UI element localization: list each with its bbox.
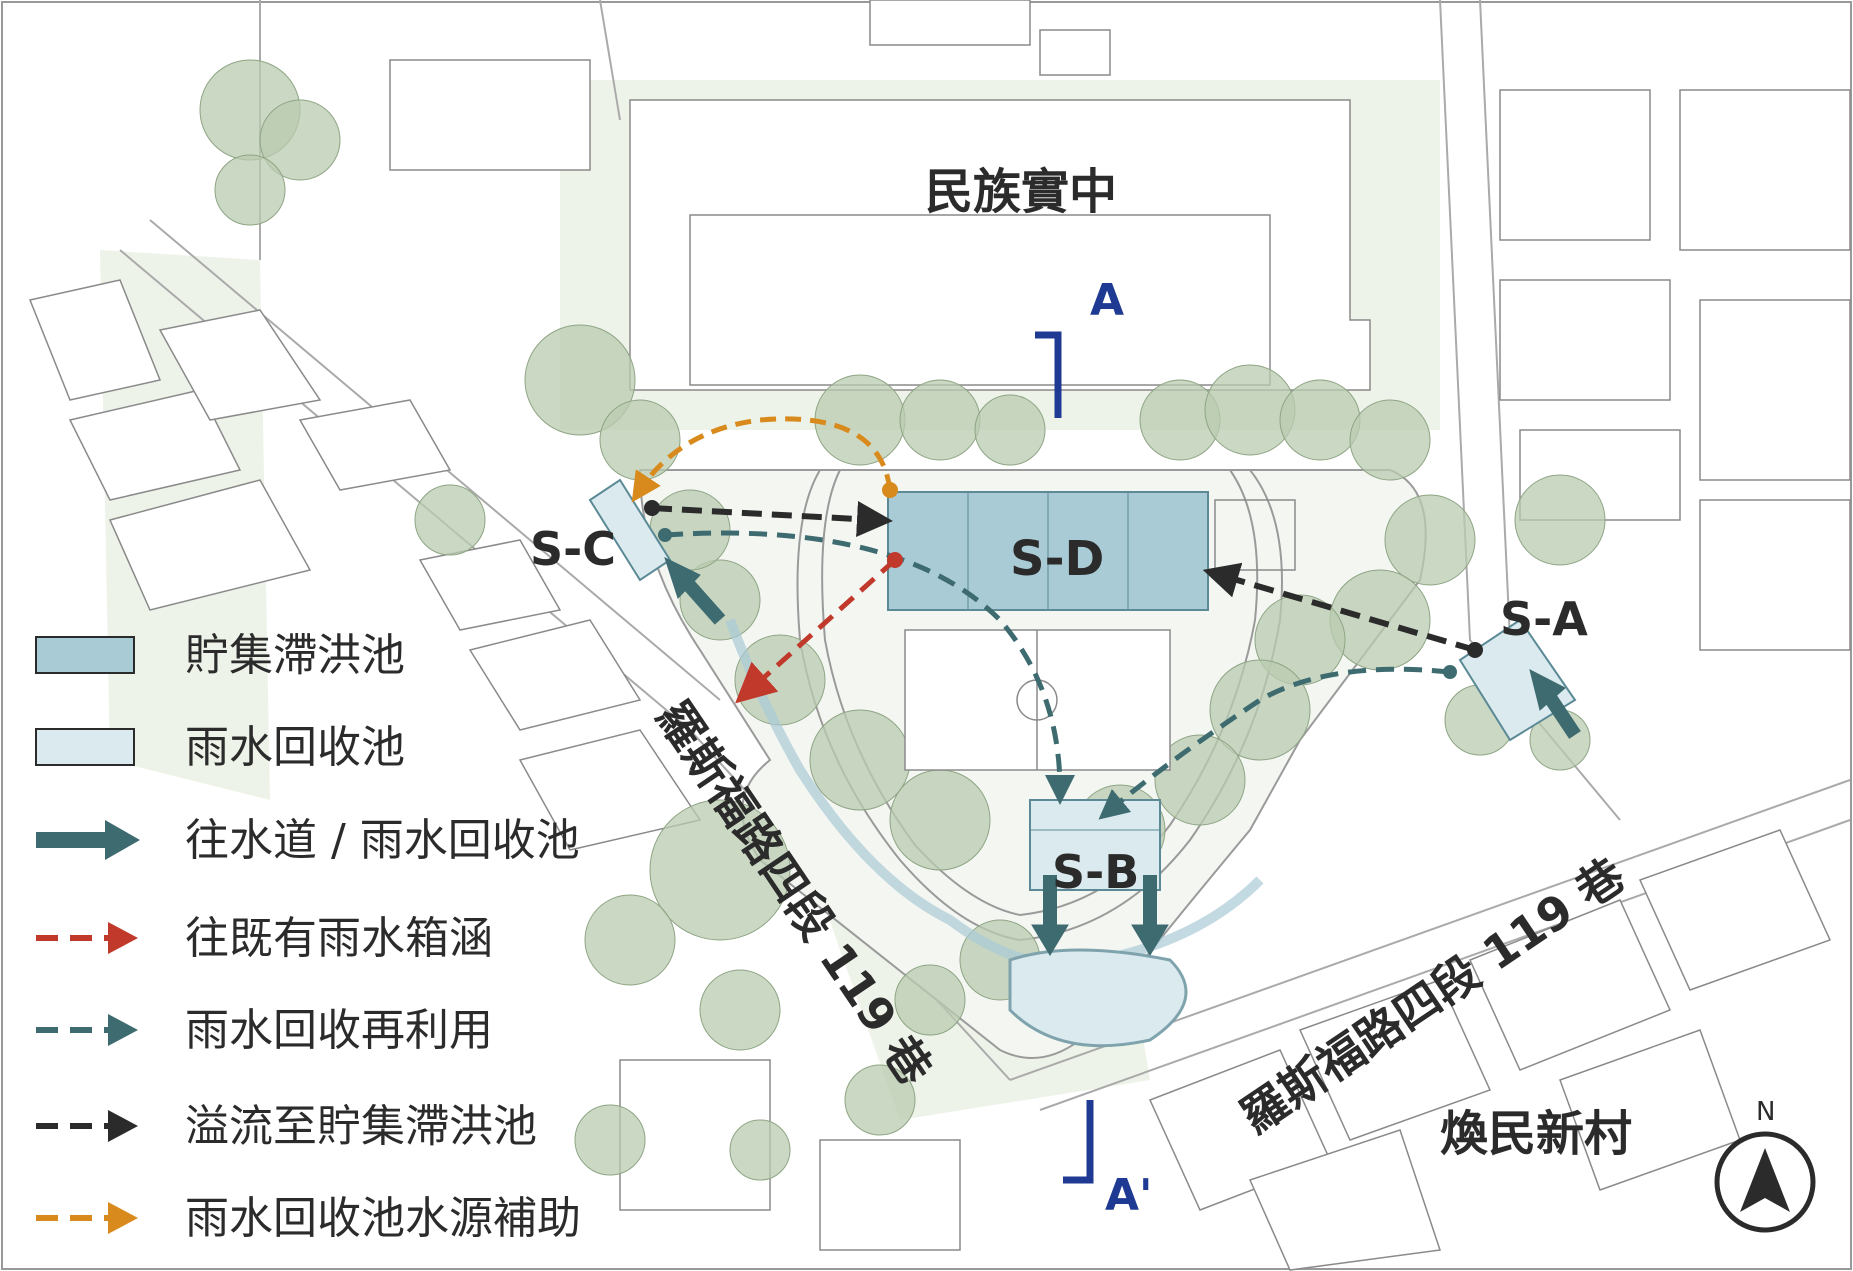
legend-label: 雨水回收再利用 bbox=[185, 1005, 493, 1056]
building bbox=[1499, 89, 1651, 241]
building bbox=[1248, 1129, 1441, 1271]
black-origin-dots bbox=[644, 500, 1483, 658]
building bbox=[389, 59, 591, 171]
pool-label-s-b: S-B bbox=[1052, 845, 1139, 899]
solid-teal-arrow-head bbox=[1529, 669, 1566, 711]
building bbox=[1679, 89, 1851, 251]
section-line bbox=[1035, 331, 1094, 1184]
dashed-orange-arrow bbox=[631, 416, 893, 503]
sports-field bbox=[904, 499, 1296, 771]
pool-label-s-a: S-A bbox=[1500, 592, 1588, 646]
orange-origin-dot bbox=[882, 482, 898, 498]
section-marker-a bbox=[1035, 331, 1062, 418]
legend-label: 往既有雨水箱涵 bbox=[185, 913, 493, 964]
recycle-pool-swatch bbox=[35, 728, 135, 766]
building bbox=[108, 479, 312, 611]
section-label-a-prime: A' bbox=[1105, 1170, 1153, 1221]
solid-teal-arrow-head bbox=[1031, 924, 1069, 956]
dashed-black-arrows bbox=[651, 501, 1476, 653]
dashed-teal-arrow bbox=[1098, 666, 1451, 820]
dashed-teal-arrow bbox=[664, 530, 1075, 805]
solid-teal-arrows bbox=[664, 557, 1581, 956]
building bbox=[1468, 899, 1672, 1071]
solid-teal-arrow-head bbox=[1131, 924, 1169, 956]
legend-label: 溢流至貯集滯洪池 bbox=[185, 1101, 537, 1152]
school-name-label: 民族實中 bbox=[925, 164, 1117, 220]
building bbox=[1298, 979, 1492, 1141]
legend-label: 往水道 / 雨水回收池 bbox=[185, 815, 580, 866]
water-channel bbox=[725, 618, 1264, 970]
north-label: N bbox=[1756, 1097, 1775, 1127]
legend: 貯集滯洪池 雨水回收池 往水道 / 雨水回收池 往既有雨水箱涵 雨水回收再利用 … bbox=[35, 630, 581, 1244]
storage-pool-swatch bbox=[35, 636, 135, 674]
legend-label: 雨水回收池水源補助 bbox=[185, 1193, 581, 1244]
pool-label-s-d: S-D bbox=[1010, 531, 1104, 587]
north-arrow-icon bbox=[1740, 1148, 1790, 1212]
dashed-black-arrow bbox=[651, 501, 893, 538]
legend-label: 貯集滯洪池 bbox=[185, 630, 405, 681]
building bbox=[1499, 279, 1671, 401]
pool-label-s-c: S-C bbox=[530, 522, 616, 576]
section-label-a: A bbox=[1090, 275, 1124, 326]
courtyard-building bbox=[689, 214, 1271, 386]
dashed-teal-arrows bbox=[664, 530, 1451, 820]
building bbox=[869, 0, 1031, 46]
pool-s-a bbox=[1458, 618, 1577, 742]
solid-teal-arrow-icon bbox=[36, 820, 140, 860]
building bbox=[28, 279, 162, 401]
village-name-label: 煥民新村 bbox=[1440, 1106, 1632, 1162]
dashed-red-arrow-icon bbox=[36, 922, 138, 954]
building bbox=[158, 309, 322, 421]
building bbox=[1638, 829, 1832, 991]
dashed-orange-arrow-icon bbox=[36, 1202, 138, 1234]
building bbox=[68, 389, 242, 501]
tree-canopy bbox=[199, 59, 1606, 1181]
north-arrow: N bbox=[1714, 1097, 1816, 1233]
teal-origin-dots bbox=[658, 528, 1457, 679]
dashed-teal-arrow-icon bbox=[36, 1014, 138, 1046]
building bbox=[1699, 299, 1851, 481]
basketball-court bbox=[1214, 499, 1296, 571]
pool-s-d bbox=[887, 491, 1209, 611]
building bbox=[1039, 29, 1111, 76]
building bbox=[418, 539, 562, 631]
legend-label: 雨水回收池 bbox=[185, 722, 405, 773]
section-marker-a-prime bbox=[1063, 1100, 1094, 1184]
red-origin-dot bbox=[887, 552, 903, 568]
dashed-red-arrow bbox=[735, 558, 897, 704]
dashed-black-arrow bbox=[1202, 562, 1476, 653]
building bbox=[1699, 499, 1851, 651]
dashed-black-arrow-icon bbox=[36, 1110, 138, 1142]
solid-teal-arrow-head bbox=[664, 557, 701, 599]
building bbox=[468, 619, 642, 731]
retention-pond bbox=[1008, 948, 1188, 1048]
building bbox=[819, 1139, 961, 1251]
building bbox=[298, 399, 452, 491]
